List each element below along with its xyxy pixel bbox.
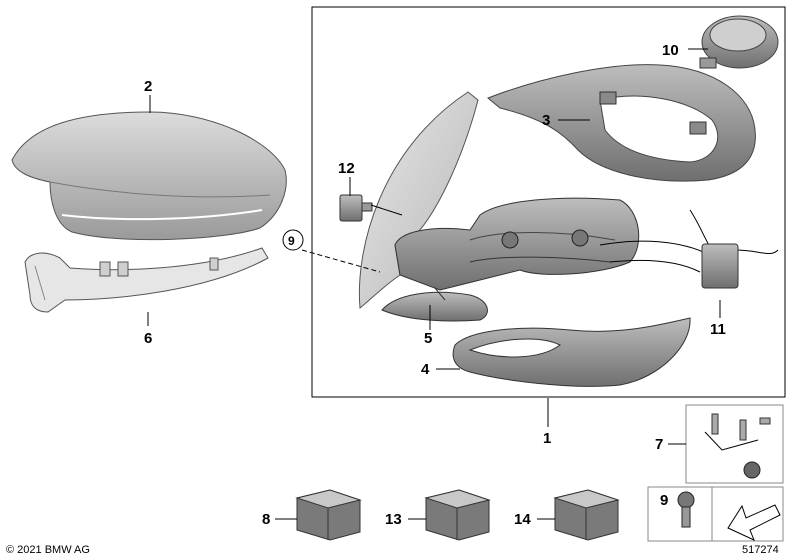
callout-7: 7: [655, 436, 663, 453]
screw-set-box: [685, 404, 784, 484]
motor-part: [699, 15, 779, 69]
lower-trim-part: [452, 317, 691, 387]
callout-5: 5: [424, 330, 432, 347]
package-box-13: [424, 489, 491, 541]
callout-10: 10: [662, 42, 679, 59]
callout-9-circle: [282, 229, 304, 251]
callout-8: 8: [262, 511, 270, 528]
callout-9: 9: [288, 234, 295, 248]
diagram-number: 517274: [742, 544, 779, 556]
package-box-8: [295, 489, 362, 541]
wiring-harness-part: [599, 209, 779, 289]
callout-1: 1: [543, 430, 551, 447]
copyright-text: © 2021 BMW AG: [6, 544, 90, 556]
callout-11: 11: [710, 321, 726, 338]
package-box-14: [553, 489, 620, 541]
screw-symbol-box: [647, 486, 784, 542]
callout-9-box: 9: [660, 492, 668, 509]
mirror-cap-part: [11, 111, 287, 241]
callout-13: 13: [385, 511, 402, 528]
assembly-frame: [311, 6, 786, 398]
callout-4: 4: [421, 361, 430, 378]
housing-frame-part: [487, 64, 756, 182]
callout-3: 3: [542, 112, 550, 129]
leader-lines: [147, 48, 721, 520]
mirror-glass-part: [358, 91, 479, 309]
connector-part: [339, 194, 373, 222]
callout-6: 6: [144, 330, 152, 347]
callout-12: 12: [338, 160, 355, 177]
turn-signal-part: [24, 247, 269, 313]
cover-part: [381, 287, 488, 322]
callout-14: 14: [514, 511, 531, 528]
callout-2: 2: [144, 78, 152, 95]
mirror-base-part: [394, 197, 640, 291]
